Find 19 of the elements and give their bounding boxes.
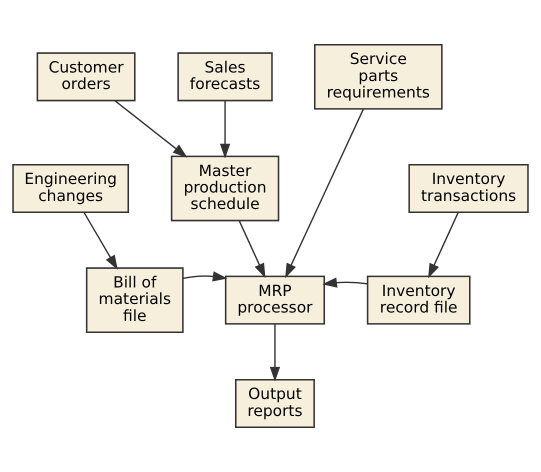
arrow (83, 212, 118, 270)
node-box: Engineering changes (12, 164, 130, 214)
node-box: Customer orders (36, 52, 136, 102)
arrow (182, 271, 228, 282)
node-box: Service parts requirements (314, 44, 443, 110)
node-box: Sales forecasts (177, 52, 273, 102)
node-box: Inventory transactions (408, 164, 529, 214)
node-box: Inventory record file (366, 276, 471, 325)
arrow (270, 324, 280, 382)
node-box: Bill of materials file (86, 267, 184, 333)
node-box: Output reports (234, 378, 315, 428)
node-box: MRP processor (224, 276, 326, 325)
arrow (322, 278, 368, 288)
arrow (220, 100, 230, 159)
arrow (285, 109, 364, 278)
node-box: Master production schedule (170, 156, 280, 222)
arrow (428, 212, 459, 278)
arrow (238, 220, 266, 278)
arrow (114, 100, 188, 158)
